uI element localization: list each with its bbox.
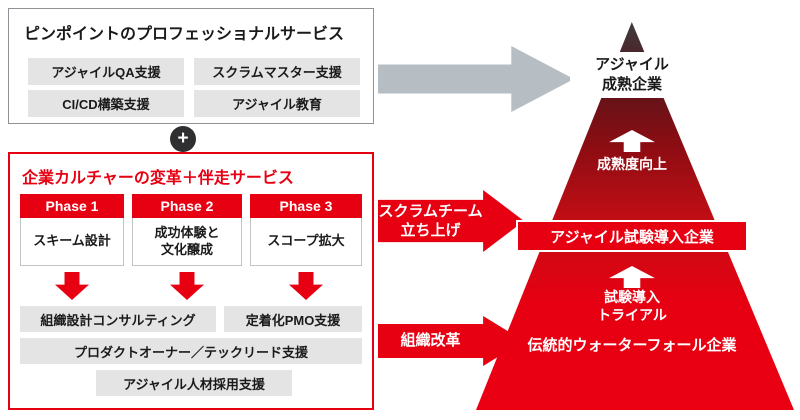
phase-1-body: スキーム設計	[20, 218, 124, 266]
support-chip-pmo: 定着化PMO支援	[224, 306, 362, 332]
trial-up-label: 試験導入 トライアル	[597, 289, 667, 324]
phase-3-body: スコープ拡大	[250, 218, 362, 266]
scrum-team-arrow-label: スクラムチーム 立ち上げ	[378, 202, 483, 240]
culture-title: 企業カルチャーの変革＋伴走サービス	[22, 170, 294, 187]
support-chip-po-techlead: プロダクトオーナー／テックリード支援	[20, 338, 362, 364]
service-chip-scrum-master: スクラムマスター支援	[194, 58, 360, 85]
phase-3-header: Phase 3	[250, 194, 362, 218]
scrum-team-arrow: スクラムチーム 立ち上げ	[378, 190, 524, 252]
maturity-up-label: 成熟度向上	[597, 156, 667, 172]
agile-trial-company-box: アジャイル試験導入企業	[516, 220, 748, 252]
service-chip-cicd: CI/CD構築支援	[28, 90, 184, 117]
org-reform-arrow-label: 組織改革	[400, 332, 461, 350]
agile-mature-company-box: アジャイル 成熟企業	[570, 52, 694, 98]
plus-icon: +	[170, 126, 196, 152]
service-chip-agile-education: アジャイル教育	[194, 90, 360, 117]
gray-arrow-icon	[378, 46, 574, 112]
phase-2-header: Phase 2	[132, 194, 242, 218]
pinpoint-services-title: ピンポイントのプロフェッショナルサービス	[24, 26, 345, 43]
waterfall-company-label: 伝統的ウォーターフォール企業	[527, 337, 737, 354]
phase-2-body: 成功体験と 文化醸成	[132, 218, 242, 266]
support-chip-org-design: 組織設計コンサルティング	[20, 306, 216, 332]
service-chip-agile-qa: アジャイルQA支援	[28, 58, 184, 85]
support-chip-recruiting: アジャイル人材採用支援	[96, 370, 292, 396]
phase-1-header: Phase 1	[20, 194, 124, 218]
